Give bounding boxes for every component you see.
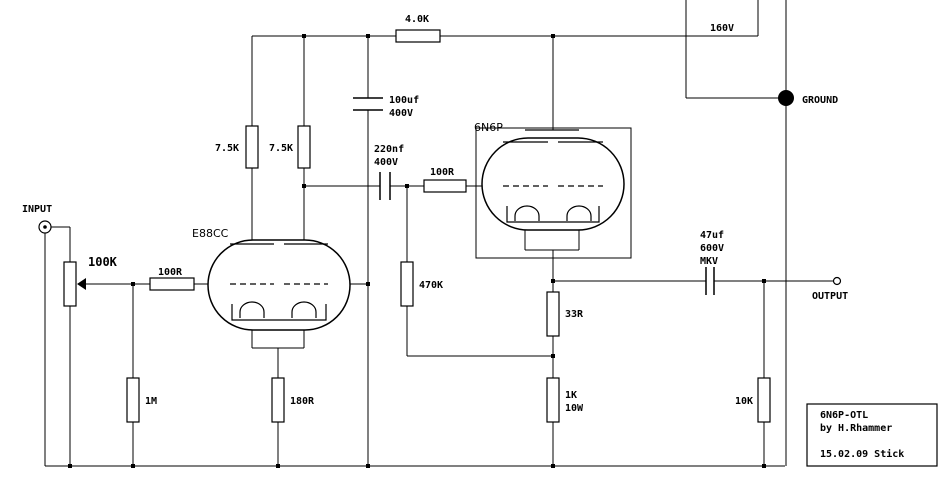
cathode-resistor-2-label: 33R [565, 309, 584, 320]
driver-tube-label: E88CC [192, 227, 229, 240]
wires [44, 0, 834, 467]
grid-resistor-1-label: 100R [158, 267, 183, 278]
plate-resistor-1-label: 7.5K [215, 143, 239, 154]
output-resistor [757, 377, 771, 423]
grid-resistor-2-label: 100R [430, 167, 455, 178]
filter-capacitor [353, 97, 383, 111]
output-tube [481, 129, 625, 231]
info-author: by H.Rhammer [820, 423, 892, 434]
supply-voltage-label: 160V [710, 23, 734, 34]
coupling-cap-value-label: 220nf [374, 144, 404, 155]
output-tube-label: 6N6P [474, 121, 503, 134]
output-cap-value-label: 47uf [700, 230, 724, 241]
load-resistor-value-label: 1K [565, 390, 577, 401]
supply-resistor [395, 29, 441, 43]
load-resistor [546, 377, 560, 423]
output-cap-voltage-label: 600V [700, 243, 724, 254]
driver-tube [207, 239, 351, 331]
cathode-resistor-1-label: 180R [290, 396, 315, 407]
plate-resistor-2-label: 7.5K [269, 143, 293, 154]
output-capacitor [705, 267, 715, 295]
info-date: 15.02.09 Stick [820, 448, 904, 460]
output-cap-type-label: MKV [700, 256, 718, 267]
output-resistor-label: 10K [735, 396, 753, 407]
ground-label: GROUND [802, 95, 838, 106]
info-title: 6N6P-OTL [820, 410, 868, 421]
grid-leak-1-label: 1M [145, 396, 157, 407]
input-jack [38, 220, 52, 234]
coupling-capacitor [379, 172, 391, 200]
load-resistor-power-label: 10W [565, 403, 584, 414]
grid-leak-resistor-1 [126, 377, 140, 423]
input-label: INPUT [22, 204, 52, 215]
info-box: 6N6P-OTL by H.Rhammer 15.02.09 Stick [806, 403, 938, 467]
cathode-resistor-2 [546, 291, 560, 337]
filter-cap-value-label: 100uf [389, 95, 419, 106]
supply-resistor-label: 4.0K [405, 14, 429, 25]
plate-resistor-1 [245, 125, 259, 169]
filter-cap-voltage-label: 400V [389, 108, 413, 119]
grid-resistor-1 [149, 277, 195, 291]
output-terminal [832, 276, 842, 286]
ground-terminal [778, 90, 794, 106]
cathode-resistor-1 [271, 377, 285, 423]
plate-resistor-2 [297, 125, 311, 169]
grid-leak-resistor-2 [400, 261, 414, 307]
pot-label: 100K [88, 255, 118, 269]
junctions [68, 34, 766, 468]
grid-resistor-2 [423, 179, 467, 193]
grid-leak-2-label: 470K [419, 280, 443, 291]
volume-potentiometer [63, 261, 86, 307]
coupling-cap-voltage-label: 400V [374, 157, 398, 168]
output-label: OUTPUT [812, 291, 848, 302]
